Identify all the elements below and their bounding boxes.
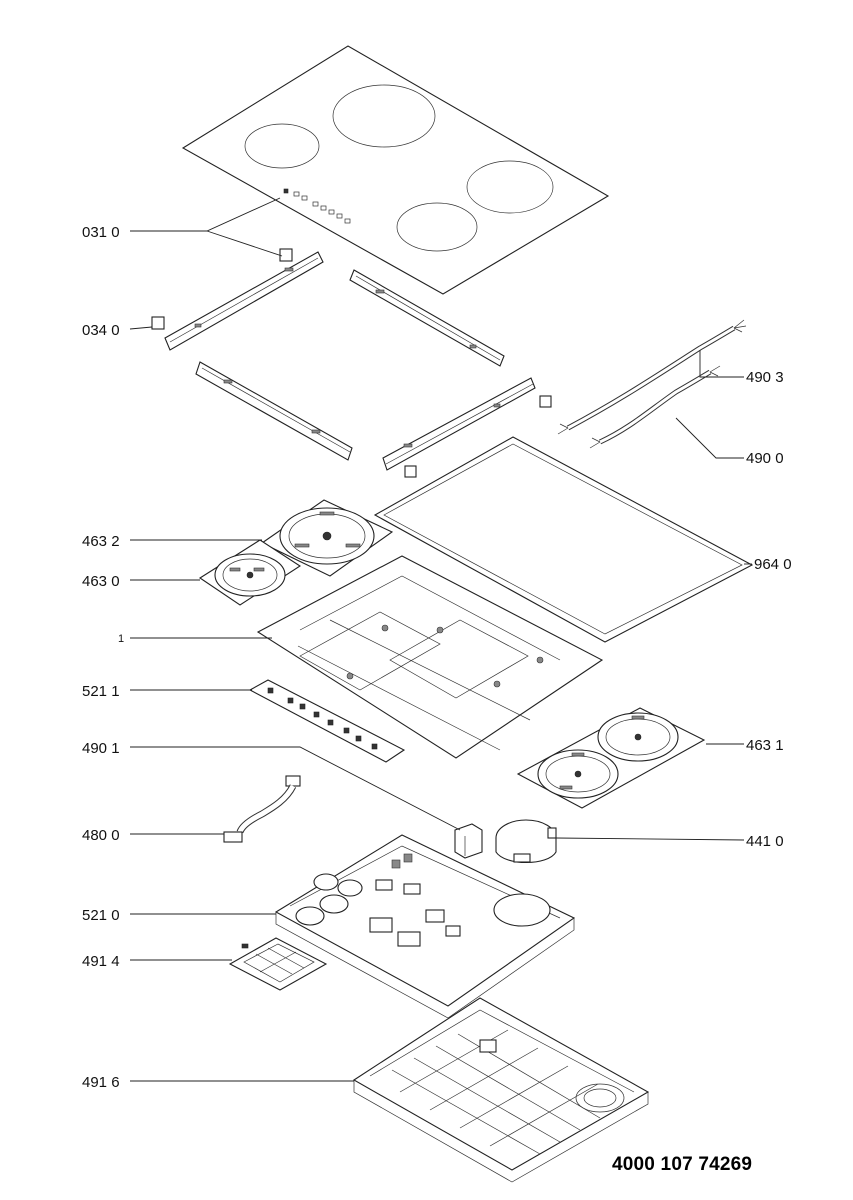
clip-brackets [151, 248, 552, 478]
filter-component [454, 823, 483, 859]
document-number: 4000 107 74269 [612, 1154, 753, 1175]
induction-coil-463-0 [198, 539, 302, 606]
label-480-0: 480 0 [82, 827, 120, 844]
frame-profile-left-front [195, 361, 353, 461]
bottom-casing [352, 997, 650, 1183]
touch-control-keys [283, 188, 351, 224]
label-521-0: 521 0 [82, 907, 120, 924]
hob-zone-large-back [332, 84, 436, 148]
label-463-2: 463 2 [82, 533, 120, 550]
frame-profile-right-front [382, 377, 536, 471]
induction-coil-463-2 [260, 499, 394, 577]
control-board [248, 679, 406, 763]
label-034-0: 034 0 [82, 322, 120, 339]
label-1: 1 [118, 633, 124, 645]
frame-profile-right-back [349, 269, 505, 367]
hob-zone-right [466, 160, 554, 214]
gasket-seal [373, 436, 754, 643]
label-964-0: 964 0 [754, 556, 792, 573]
leader-lines [129, 197, 752, 1082]
label-490-3: 490 3 [746, 369, 784, 386]
induction-coils-463-1 [516, 707, 706, 809]
ribbon-cable [223, 775, 301, 843]
support-plate [256, 555, 604, 759]
power-board-tray [274, 834, 576, 1019]
hob-zone-small-left [244, 123, 320, 169]
power-cable-long [557, 319, 747, 435]
label-490-0: 490 0 [746, 450, 784, 467]
label-490-1: 490 1 [82, 740, 120, 757]
label-491-4: 491 4 [82, 953, 120, 970]
label-463-1: 463 1 [746, 737, 784, 754]
label-031-0: 031 0 [82, 224, 120, 241]
cooling-fan [495, 819, 557, 863]
insulation-sheet [228, 937, 328, 991]
hob-zone-front [396, 202, 478, 252]
label-463-0: 463 0 [82, 573, 120, 590]
glass-cooktop [181, 45, 610, 295]
frame-profile-left-back [164, 251, 324, 351]
label-441-0: 441 0 [746, 833, 784, 850]
label-491-6: 491 6 [82, 1074, 120, 1091]
power-cable-short [589, 365, 721, 449]
label-521-1: 521 1 [82, 683, 120, 700]
